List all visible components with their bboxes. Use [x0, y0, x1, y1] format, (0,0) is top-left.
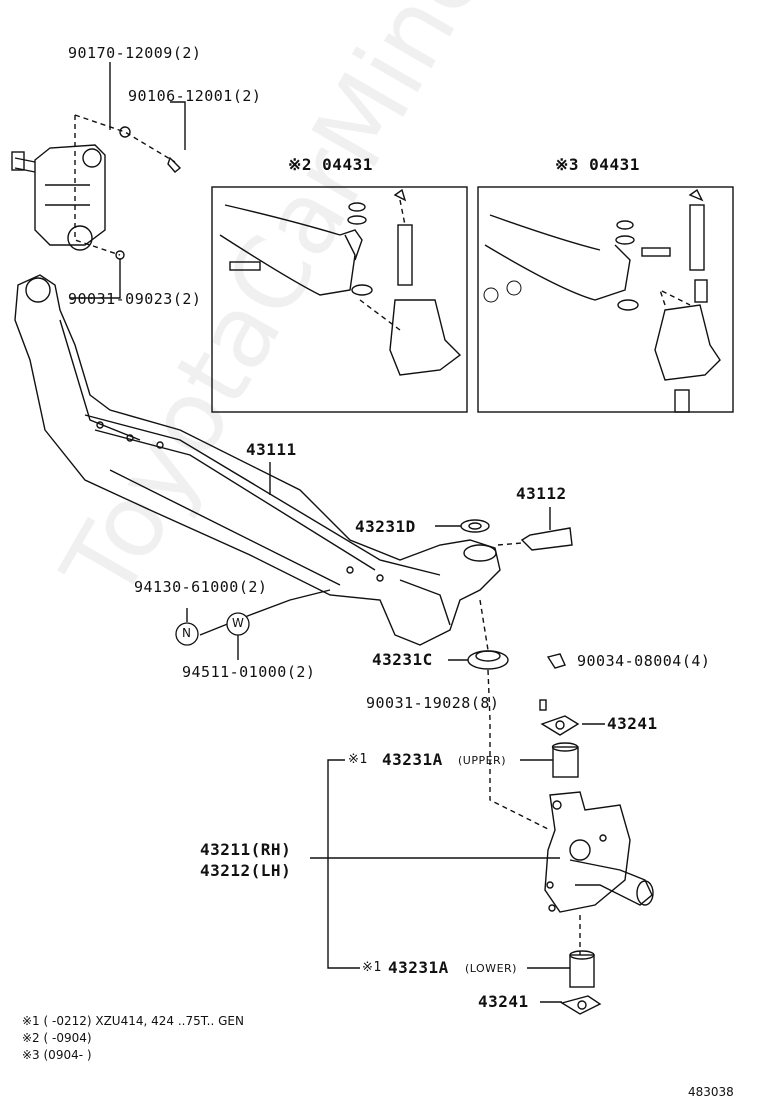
part-90034[interactable]: 90034-08004(4) [577, 652, 711, 670]
note-1: ※1 ( -0212) XZU414, 424 ..75T.. GEN [22, 1014, 244, 1028]
knuckle-drawing [544, 791, 654, 913]
inset-3-label[interactable]: ※3 04431 [555, 155, 640, 174]
part-43231c[interactable]: 43231C [372, 650, 433, 669]
part-90170[interactable]: 90170-12009(2) [68, 44, 202, 62]
upper-tag: (UPPER) [458, 754, 506, 767]
part-43231a-upper[interactable]: 43231A [382, 750, 443, 769]
part-43211[interactable]: 43211(RH) [200, 840, 292, 859]
part-43231d[interactable]: 43231D [355, 517, 416, 536]
inset-2-label[interactable]: ※2 04431 [288, 155, 373, 174]
part-94511[interactable]: 94511-01000(2) [182, 663, 316, 681]
part-43241-lower[interactable]: 43241 [478, 992, 529, 1011]
note-2: ※2 ( -0904) [22, 1031, 92, 1045]
part-94130[interactable]: 94130-61000(2) [134, 578, 268, 596]
part-90031-19028[interactable]: 90031-19028(8) [366, 694, 500, 712]
lower-tag: (LOWER) [465, 962, 517, 975]
note-mark-1-upper: ※1 [348, 752, 368, 767]
circle-n-label: N [182, 626, 192, 640]
part-90106[interactable]: 90106-12001(2) [128, 87, 262, 105]
part-43112[interactable]: 43112 [516, 484, 567, 503]
inset-box-3 [477, 186, 734, 413]
part-43111[interactable]: 43111 [246, 440, 297, 459]
part-43241-upper[interactable]: 43241 [607, 714, 658, 733]
circle-w-label: W [232, 616, 245, 630]
axle-beam-drawing [14, 274, 501, 646]
note-3: ※3 (0904- ) [22, 1048, 92, 1062]
steering-box-drawing [11, 144, 106, 251]
part-43231a-lower[interactable]: 43231A [388, 958, 449, 977]
inset-3-drawing [484, 188, 721, 413]
note-mark-1-lower: ※1 [362, 960, 382, 975]
part-90031-09023[interactable]: 90031-09023(2) [68, 290, 202, 308]
diagram-id: 483038 [688, 1085, 734, 1099]
part-43212[interactable]: 43212(LH) [200, 861, 292, 880]
inset-2-drawing [219, 188, 462, 376]
inset-box-2 [211, 186, 468, 413]
